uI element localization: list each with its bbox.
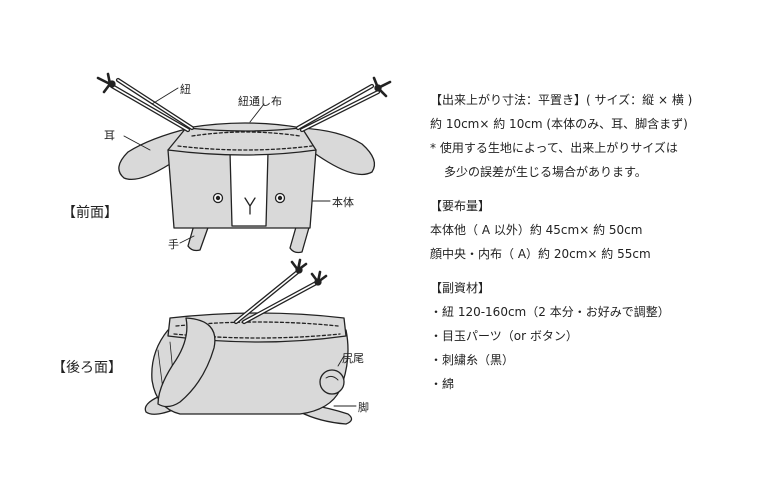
size-block: 【出来上がり寸法：平置き】( サイズ：縦 × 横 ) 約 10cm× 約 10c… [430, 88, 760, 184]
callout-body: 本体 [332, 196, 354, 209]
back-view [144, 258, 357, 425]
callout-ear: 耳 [104, 129, 115, 142]
material-item: ・紐 120-160cm（2 本分・お好みで調整） [430, 305, 670, 319]
fabric-line-2: 顔中央・内布（ A）約 20cm× 約 55cm [430, 247, 651, 261]
callout-string-casing: 紐通し布 [238, 95, 282, 108]
materials-heading: 【副資材】 [430, 281, 491, 295]
front-mouth [244, 197, 256, 215]
material-item: ・綿 [430, 377, 455, 391]
bag-illustration [96, 72, 392, 425]
fabric-block: 【要布量】 本体他（ A 以外）約 45cm× 約 50cm 顔中央・内布（ A… [430, 194, 760, 266]
material-item: ・刺繍糸（黒） [430, 353, 515, 367]
callout-leg: 脚 [358, 401, 369, 414]
fabric-heading: 【要布量】 [430, 199, 491, 213]
callout-hand: 手 [168, 238, 179, 251]
front-view [96, 72, 392, 254]
size-heading: 【出来上がり寸法：平置き】( サイズ：縦 × 横 ) [430, 93, 693, 107]
back-ear [157, 317, 216, 408]
size-note-2: 多少の誤差が生じる場合があります。 [444, 165, 647, 179]
back-view-label: 【後ろ面】 [52, 360, 122, 376]
back-tail [319, 369, 345, 395]
front-string-casing [167, 122, 317, 156]
spec-panel: 【出来上がり寸法：平置き】( サイズ：縦 × 横 ) 約 10cm× 約 10c… [430, 88, 760, 406]
materials-block: 【副資材】 ・紐 120-160cm（2 本分・お好みで調整） ・目玉パーツ（o… [430, 276, 760, 396]
size-note-1: * 使用する生地によって、出来上がりサイズは [430, 141, 678, 155]
callout-string: 紐 [180, 83, 191, 96]
front-left-knot [96, 72, 112, 94]
front-view-label: 【前面】 [62, 205, 118, 221]
front-face-panel [229, 151, 269, 227]
fabric-line-1: 本体他（ A 以外）約 45cm× 約 50cm [430, 223, 643, 237]
material-item: ・目玉パーツ（or ボタン） [430, 329, 578, 343]
callout-tail: 尻尾 [342, 352, 364, 365]
size-value: 約 10cm× 約 10cm (本体のみ、耳、脚含まず) [430, 117, 688, 131]
